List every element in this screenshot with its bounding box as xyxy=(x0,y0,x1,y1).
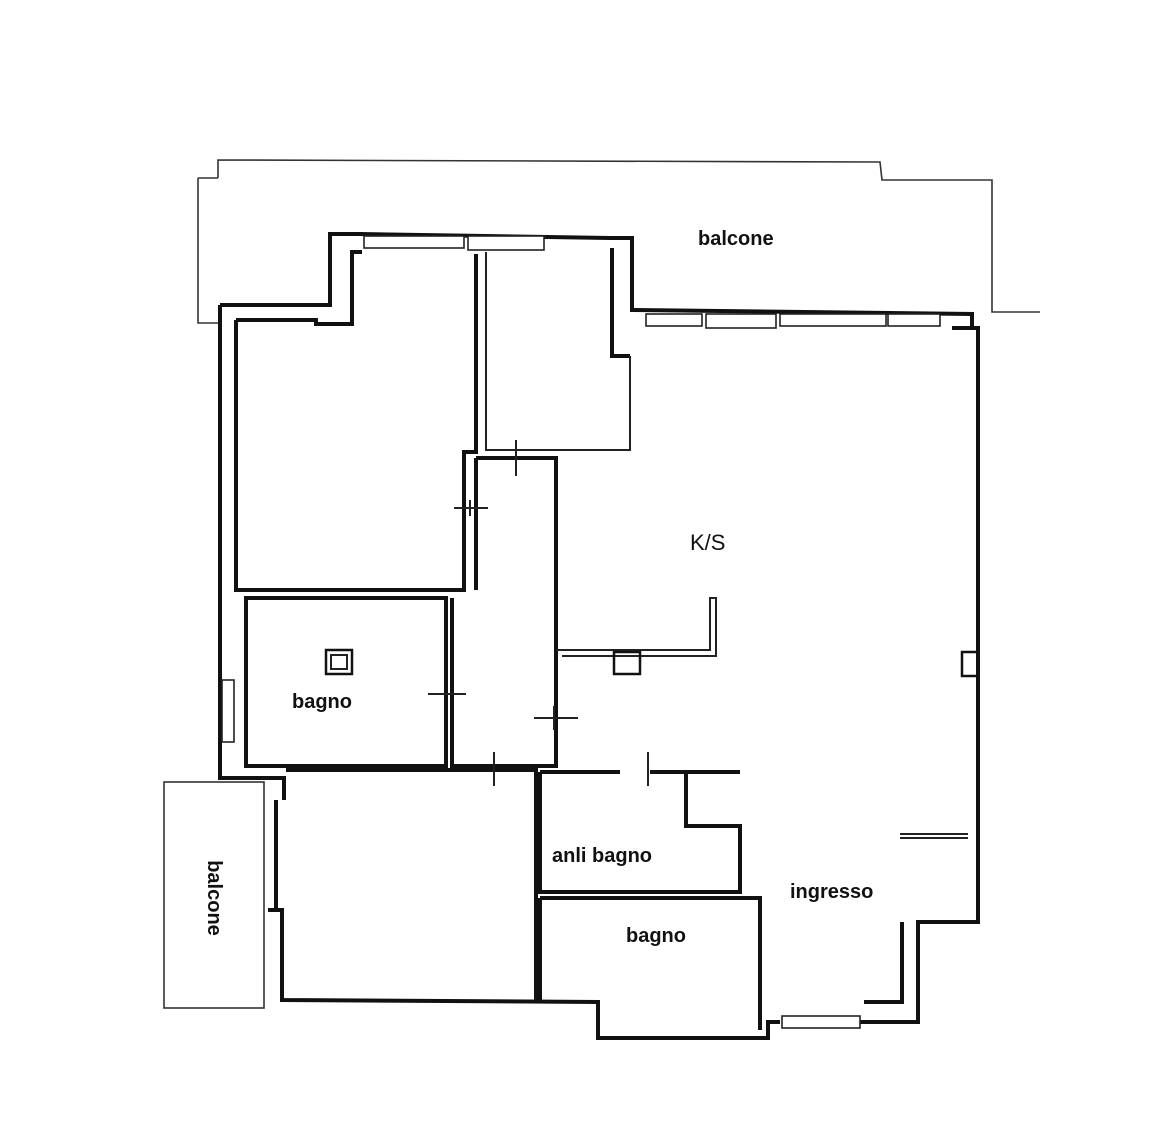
shaft-square-inner xyxy=(330,654,348,670)
label-balcone-top: balcone xyxy=(698,228,774,250)
label-anti-bagno: anli bagno xyxy=(552,845,652,867)
outer-wall-inner-line xyxy=(236,248,970,1004)
window-entrance xyxy=(781,1015,861,1029)
bedroom-lower-left-walls xyxy=(274,768,538,1000)
kitchen-counter xyxy=(556,597,717,657)
shaft-square xyxy=(324,648,354,676)
label-bagno-bottom: bagno xyxy=(626,925,686,947)
balcony-top-outline xyxy=(197,159,1040,324)
door-marks xyxy=(428,440,649,786)
label-ingresso: ingresso xyxy=(790,881,873,903)
label-bagno-left: bagno xyxy=(292,691,352,713)
anti-bagno-walls xyxy=(538,770,742,894)
window-ks-3 xyxy=(779,313,887,327)
label-ks: K/S xyxy=(690,530,725,555)
window-ks-1 xyxy=(645,313,703,327)
window-top-left xyxy=(363,235,465,249)
bagno-left-walls xyxy=(244,596,448,768)
window-ks-2 xyxy=(705,313,777,329)
small-room-walls xyxy=(485,252,631,451)
window-top-mid xyxy=(467,235,545,251)
bagno-bottom-walls xyxy=(538,896,762,1030)
kitchen-column xyxy=(612,650,642,676)
outer-wall xyxy=(218,232,980,1040)
corridor-walls xyxy=(450,456,558,768)
window-left xyxy=(221,679,235,743)
bedroom-upper-left-wall xyxy=(234,254,478,592)
window-ks-4 xyxy=(887,313,941,327)
label-balcone-left: balcone xyxy=(203,860,225,936)
balcony-left-outline xyxy=(163,781,265,1009)
right-column xyxy=(960,650,980,678)
